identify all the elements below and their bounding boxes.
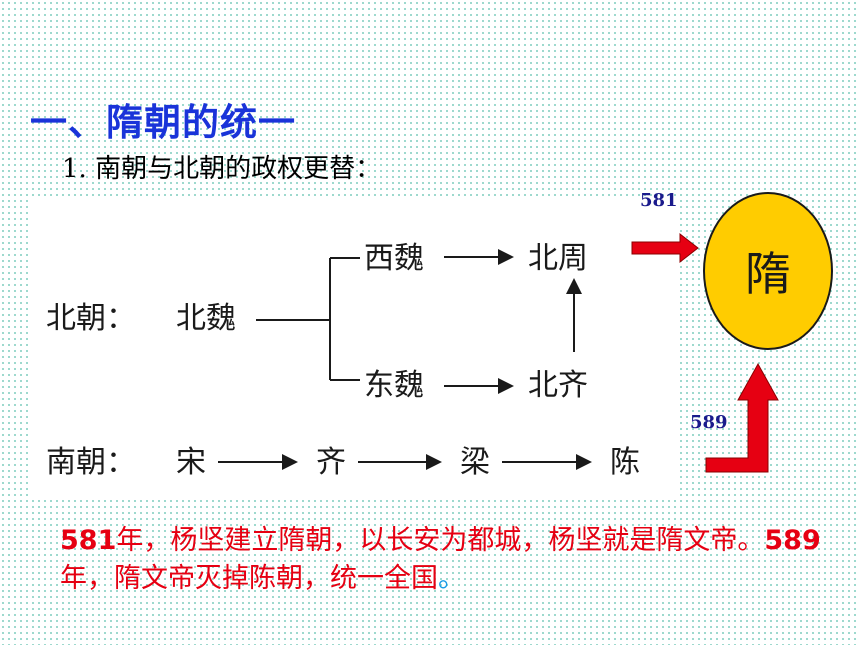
sui-circle: 隋: [703, 192, 833, 350]
slide-subtitle: 1. 南朝与北朝的政权更替：: [62, 154, 382, 184]
western-wei: 西魏: [364, 241, 424, 276]
south-state-song: 宋: [176, 445, 206, 480]
note-text-2: 年，隋文帝灭掉陈朝，统一全国: [60, 563, 438, 594]
arrow-south-to-sui-icon: [705, 362, 779, 473]
northern-zhou: 北周: [528, 241, 588, 276]
northern-qi: 北齐: [528, 368, 588, 403]
northern-wei: 北魏: [176, 301, 236, 336]
slide-title: 一、隋朝的统一: [30, 101, 296, 144]
year-589-label: 589: [690, 412, 728, 433]
sui-label: 隋: [745, 247, 791, 301]
dynasty-diagram: 北朝： 北魏 西魏 北周 东魏 北齐 南朝： 宋 齐 梁 陈: [28, 200, 680, 498]
south-state-qi: 齐: [316, 445, 346, 480]
south-state-liang: 梁: [460, 445, 490, 480]
north-label: 北朝：: [46, 301, 136, 336]
note-year-581: 581: [60, 525, 117, 556]
note-end-mark: 。: [438, 563, 465, 594]
note-text-1: 年，杨坚建立隋朝，以长安为都城，杨坚就是隋文帝。: [116, 525, 765, 556]
south-label: 南朝：: [46, 445, 136, 480]
south-state-chen: 陈: [610, 445, 640, 480]
arrow-north-to-sui-icon: [631, 232, 699, 264]
eastern-wei: 东魏: [364, 368, 424, 403]
year-581-label: 581: [640, 190, 678, 211]
note-year-589: 589: [764, 525, 821, 556]
summary-note: 581年，杨坚建立隋朝，以长安为都城，杨坚就是隋文帝。589 年，隋文帝灭掉陈朝，…: [60, 522, 840, 598]
